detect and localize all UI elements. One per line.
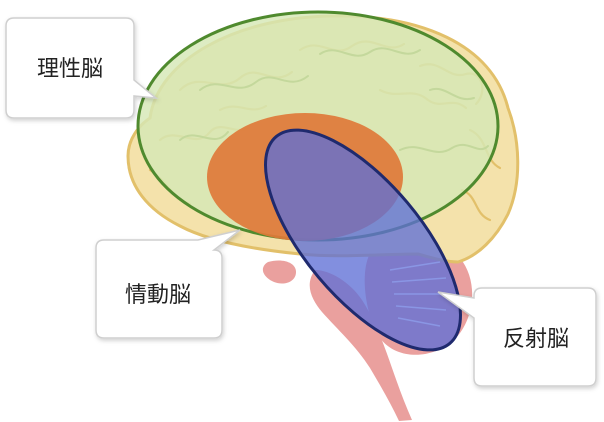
pituitary: [263, 260, 296, 283]
label-reflex-brain: 反射脳: [503, 327, 569, 352]
label-rational-brain: 理性脳: [37, 57, 103, 82]
label-emotional-brain: 情動脳: [125, 283, 191, 308]
